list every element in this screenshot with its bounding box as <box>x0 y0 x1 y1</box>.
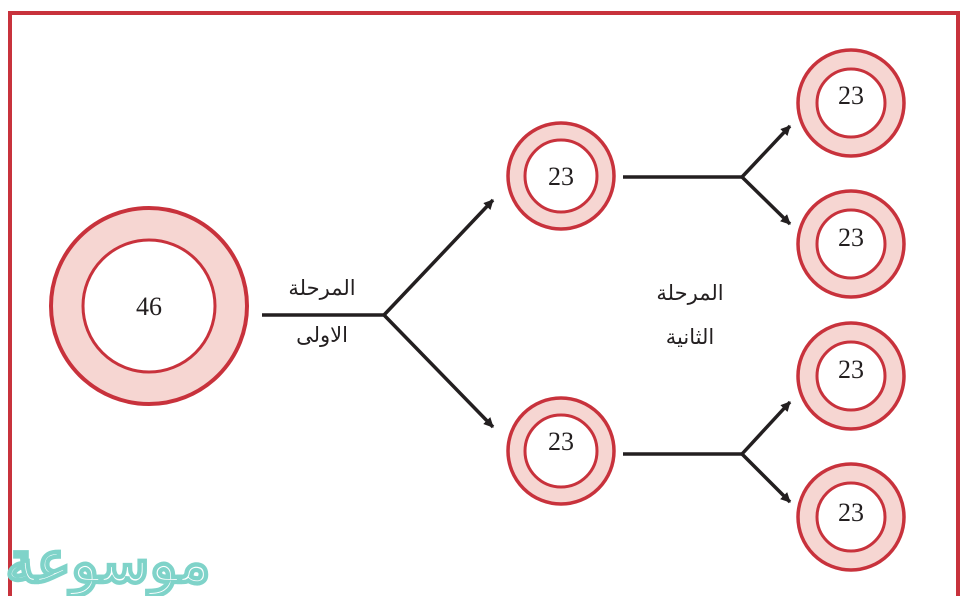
final-cell-4-count: 23 <box>838 498 864 527</box>
final-cell-1: 23 <box>796 48 906 158</box>
stage1-arrow-down <box>382 313 495 429</box>
stage2-label-line1: المرحلة <box>656 281 723 305</box>
daughter-cell-bottom: 23 <box>506 396 616 506</box>
parent-cell: 46 <box>49 206 249 406</box>
stage2-top-arrow-up <box>740 124 792 179</box>
daughter-cell-bottom-nucleus <box>523 413 599 489</box>
watermark-logo: موسوعة <box>5 528 210 596</box>
daughter-cell-bottom-count: 23 <box>548 427 574 456</box>
final-cell-4-nucleus <box>815 481 887 553</box>
final-cell-3-nucleus <box>815 340 887 412</box>
stage2-bottom-arrow-up <box>740 400 792 456</box>
stage2-bottom-arrow-down <box>740 452 792 504</box>
parent-cell-chromosome-count: 46 <box>136 292 162 321</box>
final-cell-4: 23 <box>796 462 906 572</box>
stage1-arrow-up <box>382 198 495 317</box>
second-division-connectors-top <box>623 124 792 226</box>
parent-cell-nucleus <box>81 238 217 374</box>
final-cell-3-count: 23 <box>838 355 864 384</box>
final-cell-1-nucleus <box>815 67 887 139</box>
daughter-cell-top: 23 <box>506 121 616 231</box>
first-division-connectors <box>262 198 495 429</box>
stage1-label-line1: المرحلة <box>288 276 355 300</box>
final-cell-2-nucleus <box>815 208 887 280</box>
daughter-cell-top-count: 23 <box>548 162 574 191</box>
daughter-cell-top-nucleus <box>523 138 599 214</box>
stage2-top-arrow-down <box>740 175 792 226</box>
final-cell-1-count: 23 <box>838 81 864 110</box>
final-cell-2-count: 23 <box>838 223 864 252</box>
final-cell-3: 23 <box>796 321 906 431</box>
final-cell-2: 23 <box>796 189 906 299</box>
stage1-label-line2: الاولى <box>296 323 348 347</box>
second-division-connectors-bottom <box>623 400 792 504</box>
stage2-label-line2: الثانية <box>666 325 714 349</box>
diagram-frame <box>8 11 960 596</box>
